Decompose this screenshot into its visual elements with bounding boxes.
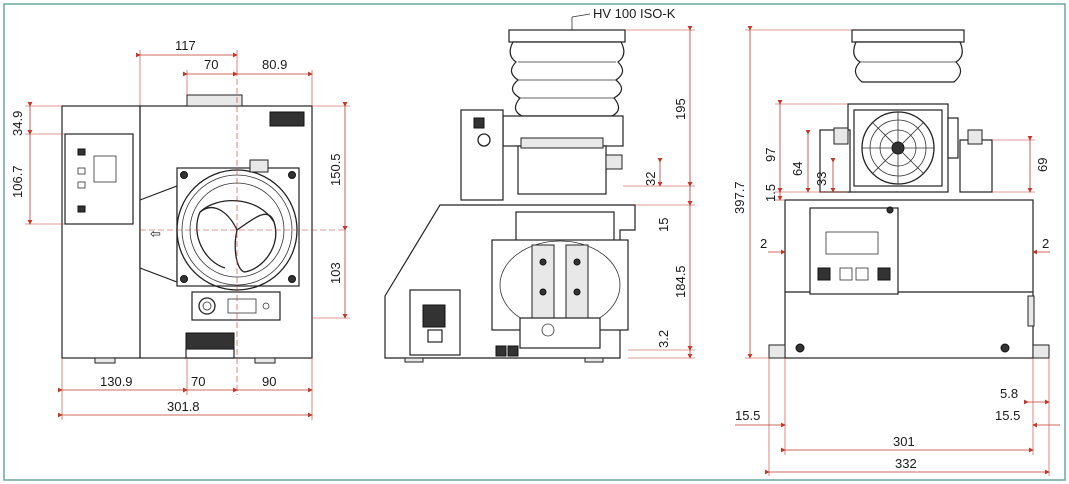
dim-15: 15 [656, 218, 671, 232]
dim-90: 90 [262, 374, 276, 389]
dim-5-8: 5.8 [1000, 386, 1018, 401]
dim-301: 301 [893, 434, 915, 449]
dim-15-5-left: 15.5 [735, 408, 760, 423]
dim-184-5: 184.5 [673, 265, 688, 298]
dim-301-8: 301.8 [167, 399, 200, 414]
dim-70-top: 70 [204, 57, 218, 72]
dim-69: 69 [1035, 158, 1050, 172]
dim-1-5: 1.5 [763, 184, 778, 202]
svg-text:⇦: ⇦ [150, 226, 161, 241]
dim-106-7: 106.7 [10, 165, 25, 198]
dim-2-left: 2 [760, 236, 767, 251]
dim-32: 32 [643, 172, 658, 186]
drawing-frame [3, 3, 1066, 481]
side-view [384, 13, 636, 363]
front-view: ⇦ [61, 70, 345, 395]
dim-80-9: 80.9 [262, 57, 287, 72]
dim-397-7: 397.7 [732, 181, 747, 214]
dim-97: 97 [763, 148, 778, 162]
dim-70-bottom: 70 [191, 374, 205, 389]
dim-332: 332 [895, 456, 917, 471]
rear-view-dimensions: 397.7 97 64 33 1.5 69 2 2 5.8 15.5 15.5 … [732, 26, 1060, 476]
dim-34-9: 34.9 [10, 111, 25, 136]
dim-15-5-right: 15.5 [995, 408, 1020, 423]
dim-150-5: 150.5 [328, 153, 343, 186]
rear-view [768, 29, 1050, 359]
dim-33: 33 [814, 172, 829, 186]
front-view-dimensions: 117 70 80.9 34.9 106.7 150.5 103 130.9 7… [10, 38, 350, 420]
flange-label: HV 100 ISO-K [593, 6, 676, 21]
dim-130-9: 130.9 [100, 374, 133, 389]
dim-103: 103 [328, 262, 343, 284]
dim-3-2: 3.2 [656, 330, 671, 348]
dim-2-right: 2 [1042, 236, 1049, 251]
dim-195: 195 [673, 98, 688, 120]
side-view-dimensions: 195 32 15 184.5 3.2 [623, 26, 695, 359]
dim-64: 64 [790, 162, 805, 176]
dim-117: 117 [175, 38, 196, 53]
